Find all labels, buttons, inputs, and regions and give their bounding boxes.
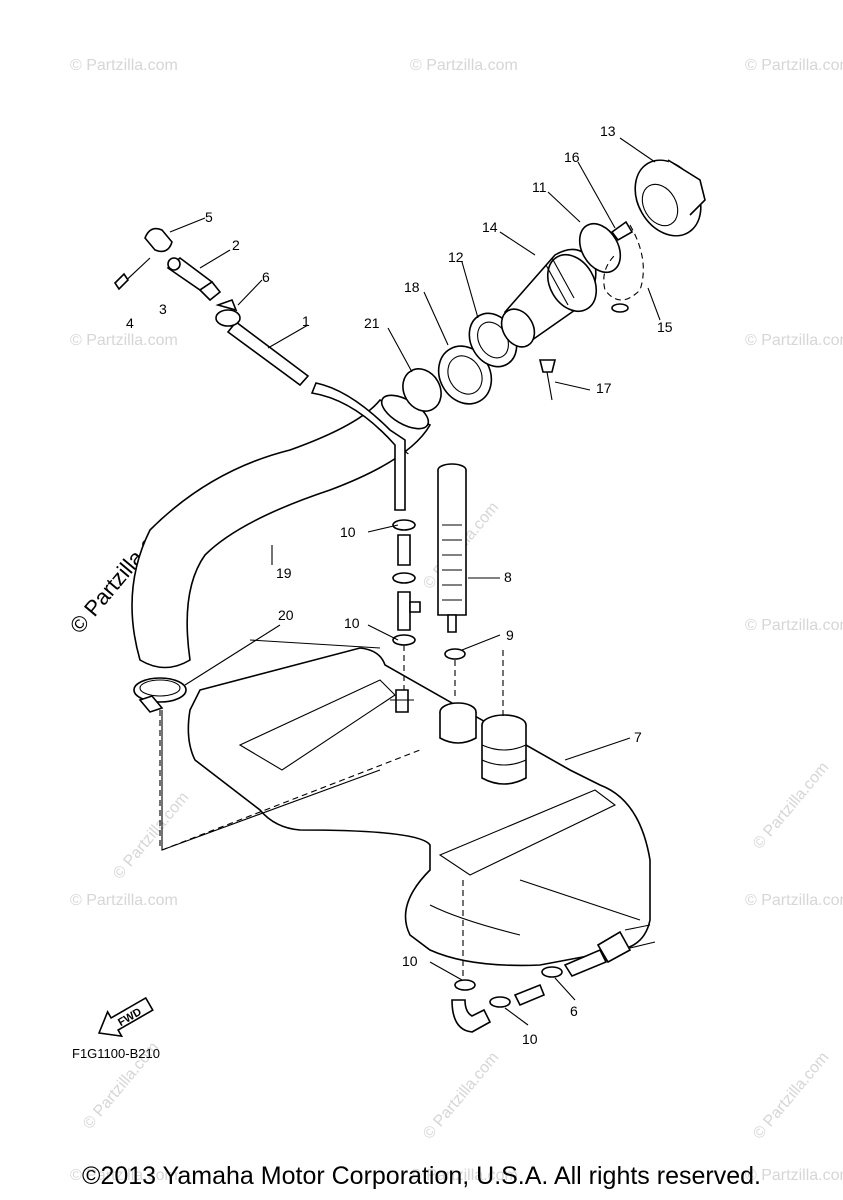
callout-9: 9: [506, 627, 514, 643]
callout-2: 2: [232, 237, 240, 253]
callouts: 1 2 3 4 5 6 7 8 9 10 10 10 10 11 12 13 1…: [126, 123, 673, 1047]
callout-16: 16: [564, 149, 580, 165]
callout-11: 11: [532, 179, 547, 195]
callout-6b: 6: [570, 1003, 578, 1019]
callout-19: 19: [276, 565, 292, 581]
copyright-text: ©2013 Yamaha Motor Corporation, U.S.A. A…: [82, 1162, 761, 1190]
callout-20: 20: [278, 607, 294, 623]
watermark: © Partzilla.com: [110, 789, 192, 883]
watermark: © Partzilla.com: [750, 1049, 832, 1143]
watermark: © Partzilla.com: [750, 759, 832, 853]
callout-4: 4: [126, 315, 134, 331]
watermark: © Partzilla.com: [745, 57, 843, 74]
watermark: © Partzilla.com: [745, 332, 843, 349]
callout-21: 21: [364, 315, 380, 331]
callout-1: 1: [302, 313, 310, 329]
callout-5: 5: [205, 209, 213, 225]
diagram-code: F1G1100-B210: [72, 1046, 160, 1061]
leader-lines: [159, 137, 661, 1026]
clamp-20: [133, 677, 187, 713]
watermark: © Partzilla.com: [745, 892, 843, 909]
watermark: © Partzilla.com: [70, 1167, 178, 1184]
watermark: © Partzilla.com: [410, 1167, 518, 1184]
callout-12: 12: [448, 249, 464, 265]
lower-fittings: [451, 924, 656, 1033]
breather-hose: [226, 320, 406, 511]
vent-fitting: [113, 227, 241, 327]
watermark: © Partzilla.com: [410, 57, 518, 74]
filler-neck: [500, 248, 598, 348]
callout-10b: 10: [344, 615, 360, 631]
watermark: © Partzilla.com: [745, 1167, 843, 1184]
fwd-label: FWD: [116, 1006, 144, 1029]
watermark: © Partzilla.com: [420, 1049, 502, 1143]
callout-6: 6: [262, 269, 270, 285]
callout-13: 13: [600, 123, 616, 139]
callout-10c: 10: [402, 953, 418, 969]
callout-10d: 10: [522, 1031, 538, 1047]
watermark: © Partzilla.com: [70, 332, 178, 349]
callout-7: 7: [634, 729, 642, 745]
cap-assembly: [538, 159, 706, 401]
callout-18: 18: [404, 279, 420, 295]
callout-10: 10: [340, 524, 356, 540]
callout-3: 3: [159, 301, 167, 317]
tank-necks: [390, 689, 527, 785]
fuel-tank: [187, 639, 651, 967]
callout-14: 14: [482, 219, 498, 235]
callout-8: 8: [504, 569, 512, 585]
fwd-arrow: FWD: [97, 996, 154, 1038]
hose-fittings: [392, 519, 421, 646]
watermark: © Partzilla.com: [745, 617, 843, 634]
callout-17: 17: [596, 380, 612, 396]
pickup-filter: [437, 463, 467, 660]
watermark: © Partzilla.com: [70, 57, 178, 74]
watermark: © Partzilla.com: [70, 892, 178, 909]
callout-15: 15: [657, 319, 673, 335]
